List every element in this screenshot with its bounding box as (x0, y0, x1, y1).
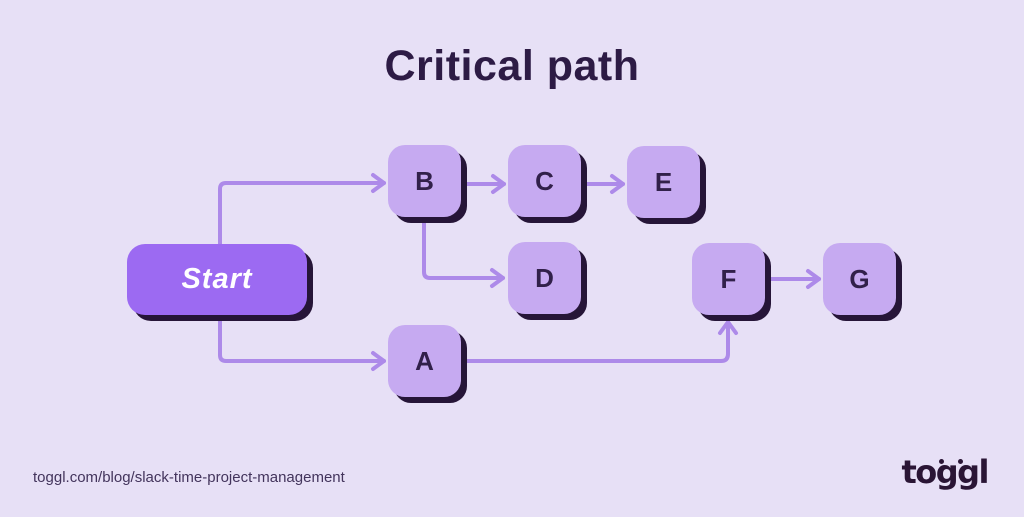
node-b: B (388, 145, 461, 217)
node-b-label: B (415, 165, 434, 196)
toggl-logo-text: toggl (901, 453, 989, 491)
node-a: A (388, 325, 461, 397)
footer-url: toggl.com/blog/slack-time-project-manage… (33, 469, 345, 486)
node-e: E (627, 146, 700, 218)
edge-start-a (218, 308, 386, 371)
node-c: C (508, 145, 581, 217)
node-d-label: D (535, 262, 554, 293)
node-d: D (508, 242, 581, 314)
edge-start-b (218, 173, 386, 252)
edge-a-f (456, 320, 738, 363)
toggl-logo-dot-icon (939, 459, 945, 464)
node-start: Start (127, 244, 307, 315)
node-c-label: C (535, 165, 554, 196)
diagram-title: Critical path (384, 42, 640, 90)
node-start-label: Start (181, 263, 253, 295)
node-a-label: A (415, 345, 434, 376)
node-f: F (692, 243, 765, 315)
toggl-logo-dot-icon (958, 459, 964, 464)
node-g: G (823, 243, 896, 315)
node-e-label: E (654, 166, 673, 197)
node-f-label: F (720, 263, 737, 294)
edge-b-d (422, 208, 505, 288)
node-g-label: G (849, 263, 870, 294)
toggl-logo: toggl (901, 453, 989, 491)
